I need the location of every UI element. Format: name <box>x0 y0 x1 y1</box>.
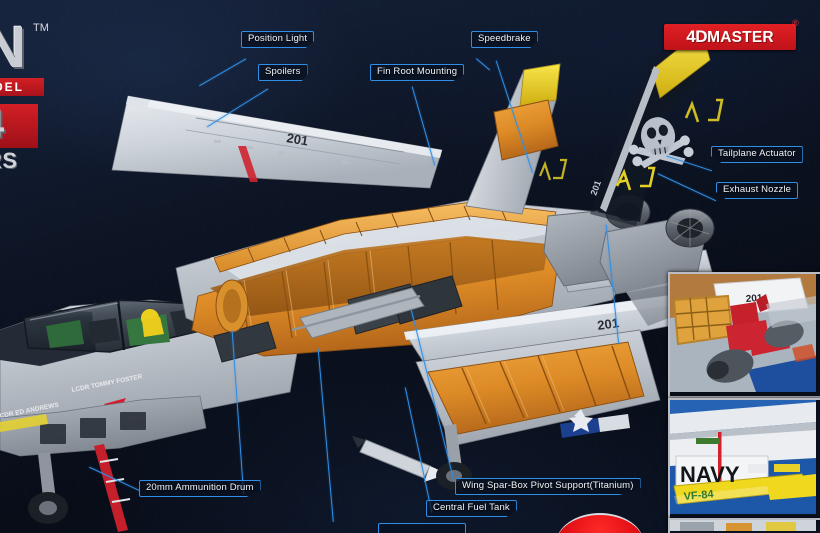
callout-spoilers[interactable]: Spoilers <box>258 64 308 82</box>
inset-photo-assembly-detail[interactable]: 201 <box>668 272 820 398</box>
registered-trademark-icon: ® <box>792 18 799 28</box>
callout-wing-spar-box[interactable]: Wing Spar-Box Pivot Support(Titanium) <box>455 478 641 496</box>
inset-photo-navy-markings[interactable]: NAVY VF-84 <box>668 398 820 520</box>
logo-tm-icon: TM <box>33 22 49 34</box>
logo-red-bar-del <box>0 78 44 96</box>
callout-fin-root-mounting[interactable]: Fin Root Mounting <box>370 64 465 82</box>
brand-logo-4d: 4D <box>686 27 708 46</box>
brand-logo-4d-master: 4DMASTER <box>664 24 796 50</box>
logo-word-del: DEL <box>0 80 24 94</box>
callout-central-fuel-tank[interactable]: Central Fuel Tank <box>426 500 517 518</box>
svg-text:NAVY: NAVY <box>680 462 740 487</box>
logo-numeral-4: 4 <box>0 102 4 147</box>
callout-tailplane-actuator[interactable]: Tailplane Actuator <box>711 146 803 164</box>
inset-photo-cropped-bottom[interactable] <box>668 518 820 533</box>
callout-exhaust-nozzle[interactable]: Exhaust Nozzle <box>716 182 799 200</box>
callout-speedbrake[interactable]: Speedbrake <box>471 31 538 49</box>
logo-letter-n: N <box>0 15 26 80</box>
bottom-red-badge <box>556 513 644 533</box>
brand-logo-text: 4DMASTER <box>686 27 774 47</box>
callout-position-light[interactable]: Position Light <box>241 31 315 49</box>
brand-logo-master: MASTER <box>707 29 774 46</box>
svg-text:201: 201 <box>596 315 620 333</box>
svg-text:201: 201 <box>286 130 310 148</box>
callout-cropped-bottom[interactable] <box>378 523 466 533</box>
svg-text:VF-84: VF-84 <box>683 488 715 503</box>
svg-text:201: 201 <box>588 179 603 197</box>
logo-red-bar-4 <box>0 104 38 148</box>
logo-word-rs: RS <box>0 148 18 173</box>
callout-ammunition-drum[interactable]: 20mm Ammunition Drum <box>139 480 261 498</box>
